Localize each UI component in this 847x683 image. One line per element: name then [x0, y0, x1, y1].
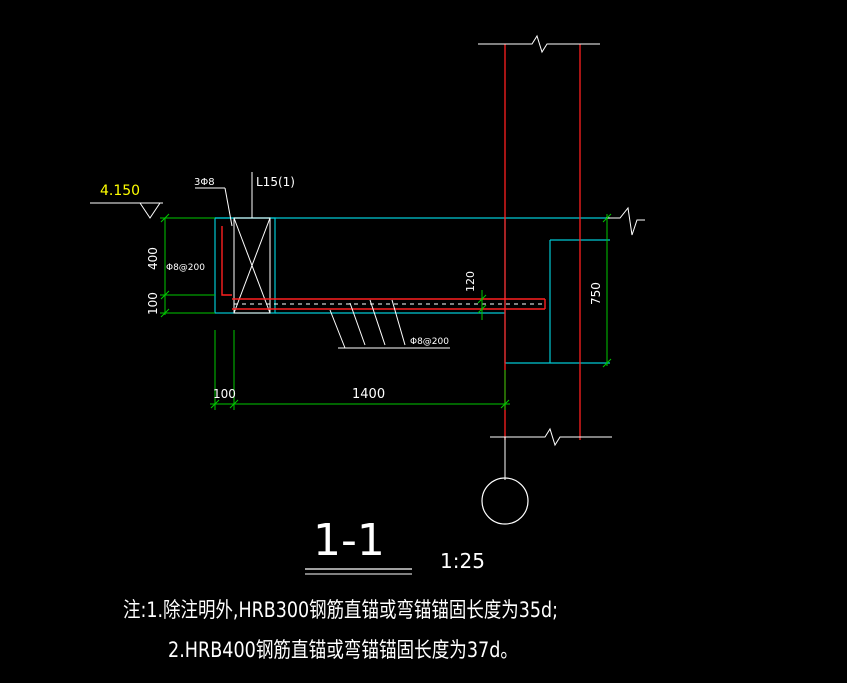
rebar	[221, 226, 546, 310]
section-scale: 1:25	[440, 549, 485, 573]
slab-bar-dashes	[233, 250, 545, 305]
label-top-bars: 3Φ8	[194, 177, 215, 188]
dim-wall-height: 750	[589, 282, 603, 305]
note-line-1: 注:1.除注明外,HRB300钢筋直锚或弯锚锚固长度为35d;	[123, 598, 558, 622]
break-symbol-right	[606, 206, 645, 236]
break-line-top	[478, 34, 600, 54]
dimension-lines	[160, 213, 612, 410]
dim-slab-depth: 100	[146, 292, 160, 315]
label-beam-tag: L15(1)	[256, 175, 295, 189]
dim-wall-offset: 100	[213, 387, 236, 401]
stirrup-hatching	[329, 299, 450, 349]
dim-beam-depth: 400	[146, 247, 160, 270]
column-lines	[504, 44, 581, 440]
axis-bubble	[481, 477, 529, 525]
break-lines	[478, 34, 612, 480]
label-slab-bars: Φ8@200	[410, 337, 449, 347]
section-title: 1-1	[313, 515, 385, 566]
note-line-2: 2.HRB400钢筋直锚或弯锚锚固长度为37d。	[168, 638, 518, 662]
break-line-bottom	[490, 427, 612, 447]
elevation-value: 4.150	[100, 183, 140, 199]
elevation-mark: 4.150	[90, 183, 163, 219]
stirrup	[221, 226, 232, 296]
dim-cantilever: 1400	[352, 387, 385, 402]
label-stirrup: Φ8@200	[166, 263, 205, 273]
dim-slab-thickness: 120	[464, 271, 477, 292]
